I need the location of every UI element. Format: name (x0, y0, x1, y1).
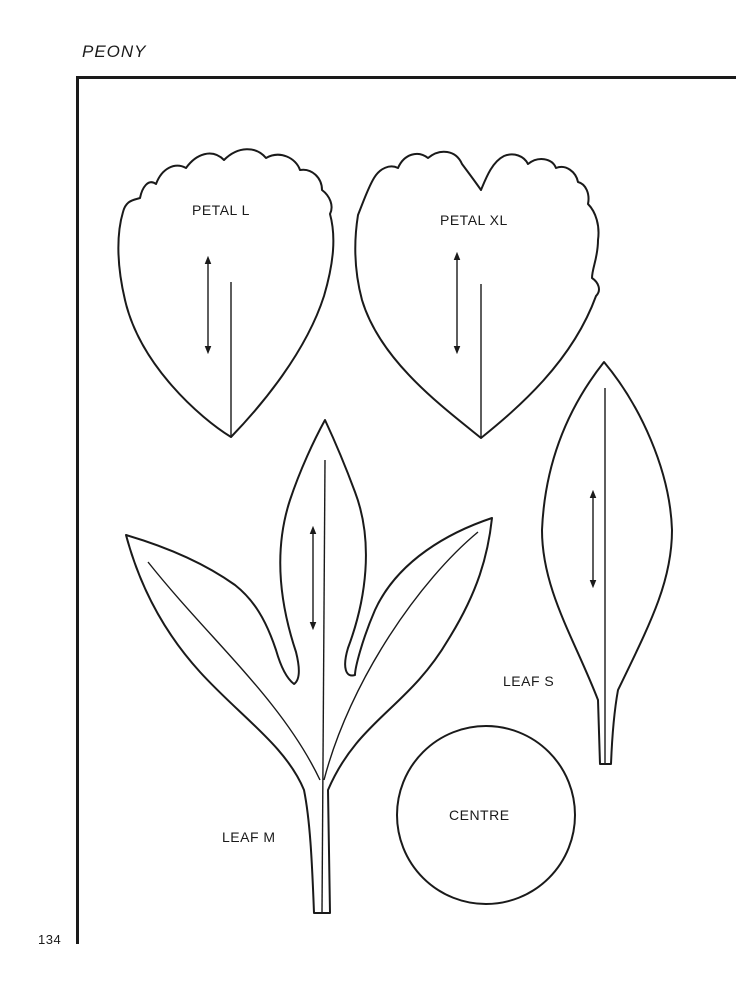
leaf-m-left-vein (147, 561, 321, 781)
petal-l-outline (117, 148, 335, 438)
leaf-s-outline (541, 361, 673, 765)
centre-label: CENTRE (449, 807, 510, 823)
leaf-s-template: LEAF S (503, 361, 673, 765)
petal-xl-template: PETAL XL (354, 150, 600, 439)
petal-l-label: PETAL L (192, 202, 250, 218)
leaf-m-centre-vein (321, 459, 326, 914)
leaf-m-outline (125, 419, 493, 914)
leaf-s-label: LEAF S (503, 673, 554, 689)
section-title: PEONY (82, 42, 147, 61)
leaf-m-right-vein (323, 531, 479, 781)
leaf-m-template: LEAF M (125, 419, 493, 914)
petal-xl-label: PETAL XL (440, 212, 508, 228)
leaf-m-label: LEAF M (222, 829, 276, 845)
centre-template: CENTRE (396, 725, 576, 905)
frame-top-line (76, 76, 736, 79)
petal-xl-outline (354, 150, 600, 439)
frame-left-line (76, 76, 79, 944)
page-number: 134 (38, 932, 62, 947)
centre-outline (396, 725, 576, 905)
petal-l-template: PETAL L (117, 148, 335, 438)
